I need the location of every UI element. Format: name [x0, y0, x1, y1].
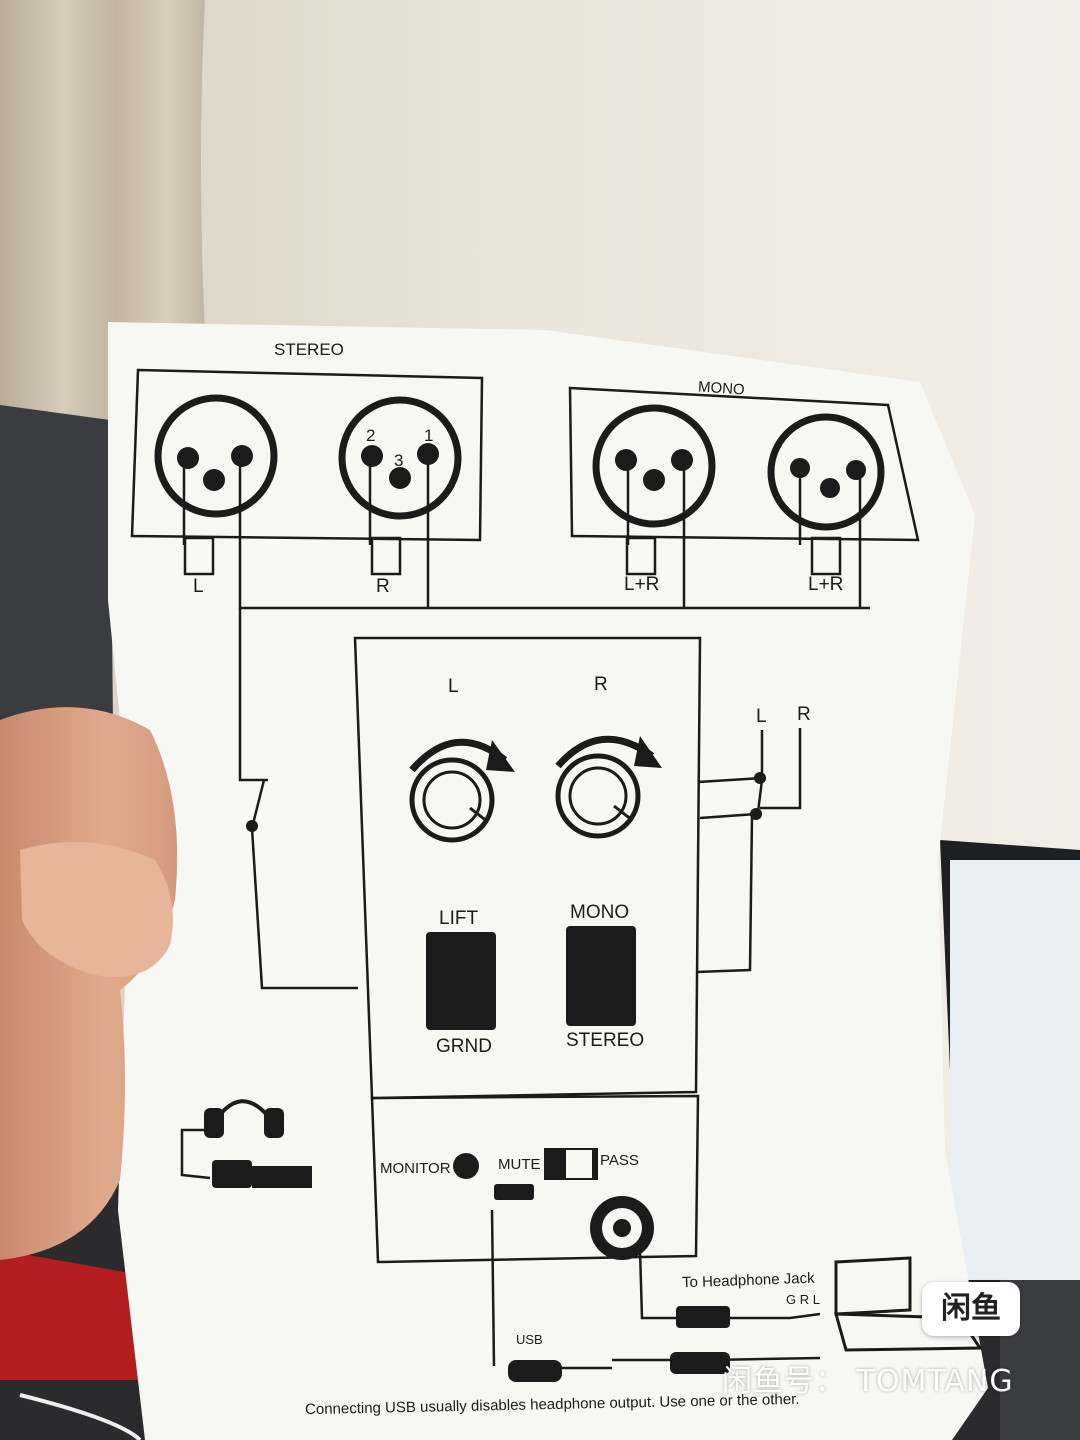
grl-label: G R L — [786, 1292, 820, 1307]
trim-mono-2-label: L+R — [808, 574, 844, 595]
knob-right-icon — [555, 753, 641, 839]
usb-label: USB — [516, 1332, 543, 1347]
knob-right-label: R — [594, 674, 608, 695]
stereo-box — [130, 368, 484, 542]
mute-label: MUTE — [498, 1156, 541, 1173]
laptop-icon — [834, 1256, 912, 1316]
curtain — [0, 0, 210, 430]
mono-switch-label: MONO — [570, 902, 630, 923]
xlr-pin-2-label: 2 — [366, 426, 376, 445]
usb-port-icon — [494, 1184, 534, 1200]
lift-ground-switch — [426, 932, 496, 1030]
stereo-label: STEREO — [274, 340, 344, 359]
laptop-screen — [950, 860, 1080, 1280]
xlr-mono-2-icon — [767, 413, 885, 531]
instruction-sheet — [108, 322, 988, 1440]
pass-label: PASS — [600, 1152, 639, 1169]
trim-left-label: L — [193, 576, 204, 597]
side-right-label: R — [797, 704, 811, 725]
side-left-label: L — [756, 706, 767, 727]
xlr-stereo-right-icon — [338, 396, 462, 520]
knob-left-icon — [409, 757, 495, 843]
watermark-logo: 闲鱼 — [922, 1282, 1020, 1336]
mono-label: MONO — [697, 378, 746, 399]
xlr-pin-3-label: 3 — [394, 451, 404, 470]
monitor-jack-icon — [453, 1153, 479, 1179]
mono-box — [568, 386, 920, 542]
grnd-label: GRND — [436, 1036, 492, 1057]
control-panel — [353, 636, 702, 1100]
xlr-stereo-left-icon — [154, 394, 278, 518]
lift-label: LIFT — [439, 908, 479, 929]
io-panel — [370, 1094, 700, 1264]
usb-plug-icon — [508, 1360, 562, 1382]
mono-stereo-switch — [566, 926, 636, 1026]
watermark-text: 闲鱼号： TOMTANG — [722, 1364, 1014, 1399]
xlr-pin-1-label: 1 — [424, 426, 434, 445]
xlr-mono-1-icon — [592, 404, 716, 528]
trim-mono-1-label: L+R — [624, 574, 660, 595]
monitor-label: MONITOR — [380, 1160, 451, 1177]
knob-left-label: L — [448, 676, 459, 697]
stereo-switch-label: STEREO — [566, 1030, 645, 1051]
thumbnail — [20, 842, 173, 977]
trim-right-label: R — [376, 576, 390, 597]
cable — [19, 1393, 142, 1440]
